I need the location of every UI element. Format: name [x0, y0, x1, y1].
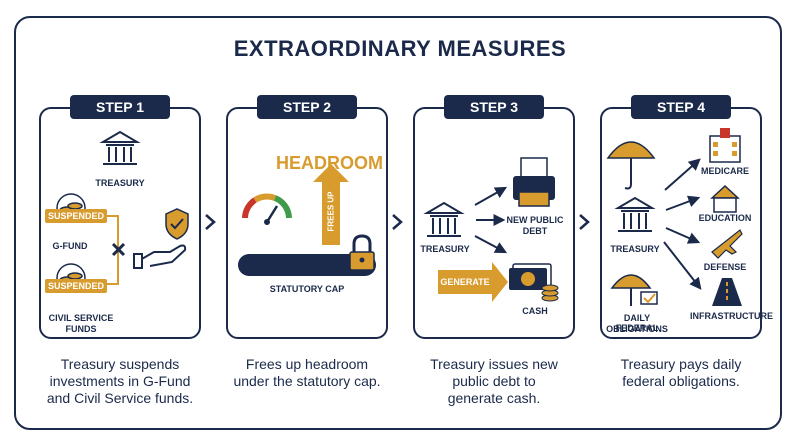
page-title: EXTRAORDINARY MEASURES: [233, 36, 567, 61]
daily-obligations-label-line2: OBLIGATIONS: [606, 324, 668, 334]
caption-line: under the statutory cap.: [233, 373, 381, 389]
outer-frame: [14, 16, 782, 430]
frees-up-label: FREES UP: [326, 191, 336, 232]
printer-icon: [513, 157, 555, 207]
step-1-badge: STEP 1: [70, 95, 170, 119]
up-arrow-icon: [313, 164, 349, 245]
treasury-icon: [614, 196, 656, 232]
defense-label: DEFENSE: [703, 262, 747, 272]
x-mark-icon: [111, 242, 126, 257]
chevron-right-icon: [205, 214, 590, 230]
umbrella-icon: [606, 141, 656, 190]
statutory-cap-bar: [238, 254, 376, 276]
medicare-label: MEDICARE: [700, 166, 749, 176]
hospital-icon: [709, 128, 741, 163]
step-3-badge: STEP 3: [444, 95, 544, 119]
new-public-debt-label-line1: NEW PUBLIC: [506, 215, 564, 225]
cash-icon: [509, 263, 559, 302]
headroom-label: HEADROOM: [276, 153, 383, 173]
treasury-label: TREASURY: [95, 178, 145, 188]
new-public-debt-label-line2: DEBT: [522, 226, 548, 236]
generate-arrow: [438, 262, 508, 302]
generate-label: GENERATE: [440, 277, 490, 287]
step-4-badge: STEP 4: [631, 95, 731, 119]
step-2-badge: STEP 2: [257, 95, 357, 119]
civil-service-label-line1: CIVIL SERVICE: [48, 313, 114, 323]
step-2-caption: Frees up headroom under the statutory ca…: [212, 356, 402, 390]
caption-line: Frees up headroom: [245, 356, 369, 372]
treasury-label: TREASURY: [420, 244, 470, 254]
gfund-label: G-FUND: [52, 241, 88, 251]
civil-service-label-line2: FUNDS: [65, 324, 97, 334]
treasury-label: TREASURY: [610, 244, 660, 254]
caption-line: Treasury suspends: [60, 356, 180, 372]
caption-line: and Civil Service funds.: [46, 390, 194, 406]
caption-line: generate cash.: [447, 390, 541, 406]
caption-line: federal obligations.: [622, 373, 740, 389]
lock-icon: [349, 234, 375, 271]
step-2-panel: [226, 107, 388, 339]
step-1-caption: Treasury suspends investments in G-Fund …: [25, 356, 215, 407]
infrastructure-label: INFRASTRUCTURE: [690, 311, 773, 321]
education-label: EDUCATION: [698, 213, 752, 223]
hand-icon: [133, 244, 187, 269]
suspended-tag-civil: SUSPENDED: [45, 279, 107, 293]
cash-label: CASH: [522, 306, 548, 316]
daily-obligations-label-line1: DAILY FEDERAL: [615, 313, 659, 333]
statutory-cap-label: STATUTORY CAP: [269, 284, 345, 294]
caption-line: Treasury pays daily: [620, 356, 742, 372]
step-3-caption: Treasury issues new public debt to gener…: [399, 356, 589, 407]
shield-check-icon: [165, 208, 189, 240]
gauge-icon: [242, 193, 292, 225]
highway-icon: [712, 278, 742, 306]
step-4-caption: Treasury pays daily federal obligations.: [586, 356, 776, 390]
treasury-icon: [99, 130, 141, 165]
caption-line: public debt to: [452, 373, 536, 389]
caption-line: investments in G-Fund: [49, 373, 191, 389]
treasury-icon: [423, 201, 465, 237]
school-icon: [710, 184, 740, 213]
caption-line: Treasury issues new: [430, 356, 558, 372]
umbrella-icon: [610, 274, 658, 306]
suspended-tag-gfund: SUSPENDED: [45, 209, 107, 223]
jet-icon: [711, 229, 743, 259]
